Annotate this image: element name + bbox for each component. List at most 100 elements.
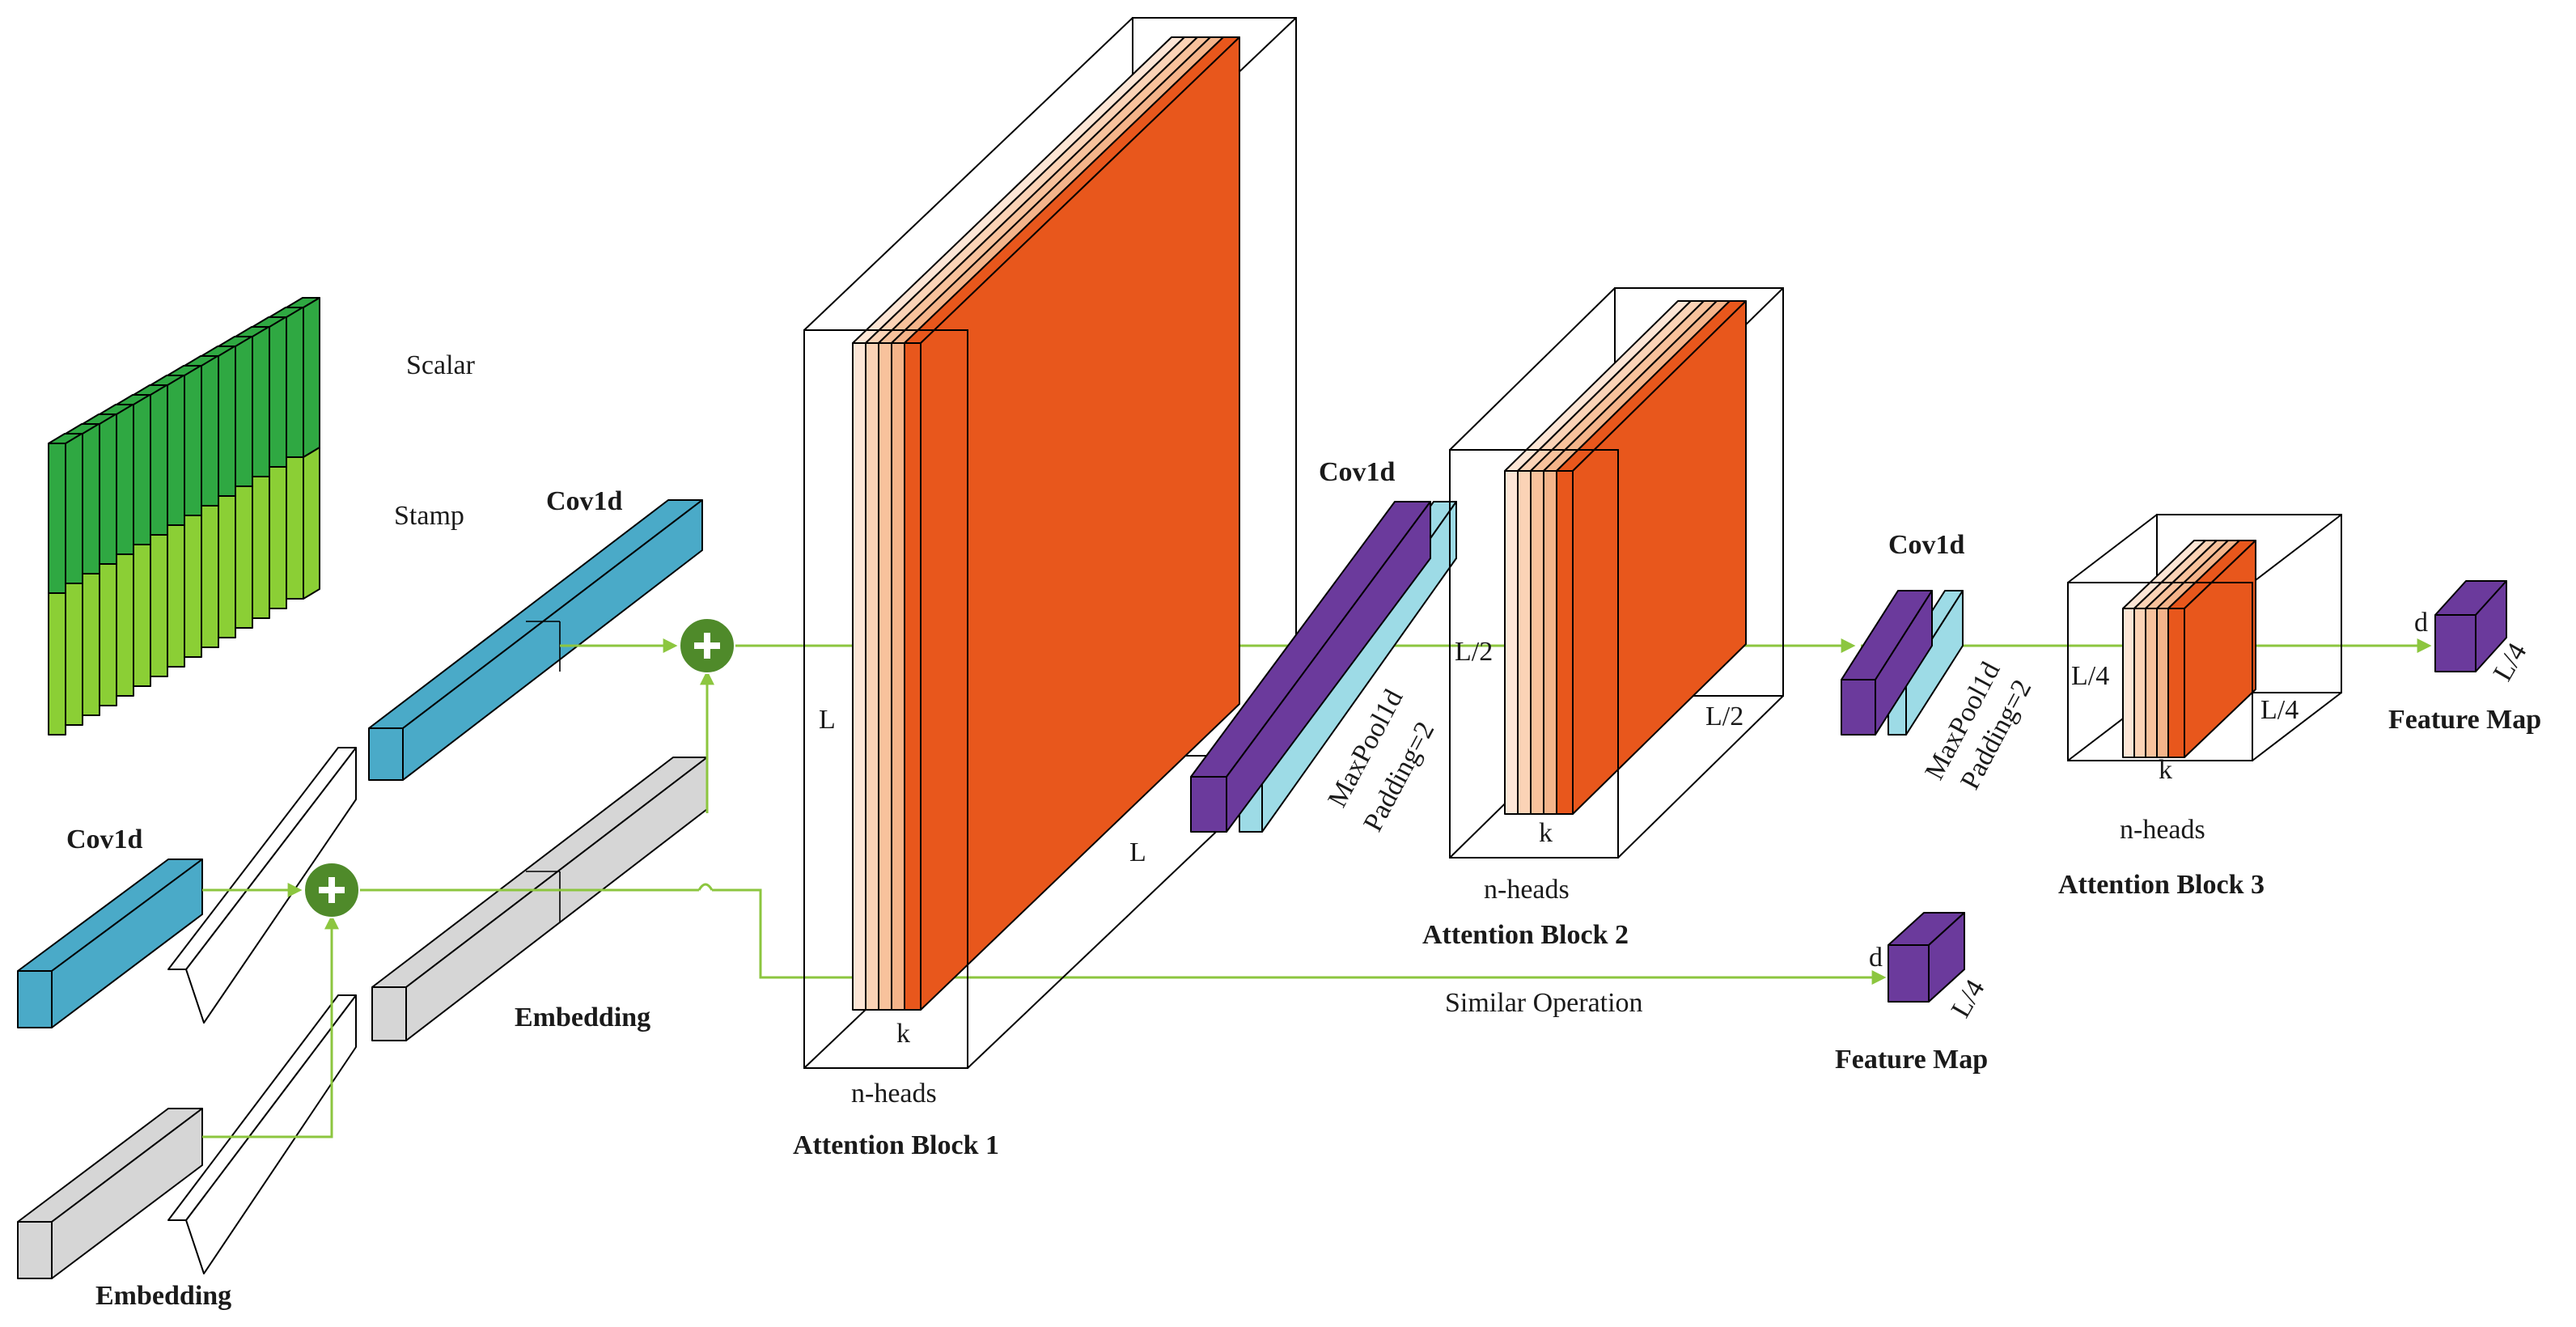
stack-cell-stamp — [218, 495, 236, 638]
block1-k: k — [896, 1019, 910, 1049]
stack-cell-scalar — [235, 336, 253, 487]
stack-cell-stamp — [252, 476, 270, 619]
head-sheet-front — [904, 342, 922, 1011]
feature-map-bottom-title: Feature Map — [1835, 1045, 1988, 1075]
embedding-bar-mid — [371, 757, 708, 1041]
head-sheet-front — [1556, 470, 1574, 815]
stack-cell-scalar — [65, 433, 83, 584]
stack-cell-stamp — [133, 544, 151, 687]
cube-edge — [2252, 514, 2342, 583]
stack-cell-scalar — [48, 443, 66, 594]
stack-cell-scalar — [218, 346, 236, 497]
feature-map-top-d: d — [2414, 608, 2428, 638]
cube-edge — [2252, 692, 2342, 761]
stack-cell-scalar — [116, 404, 134, 555]
cube-edge — [803, 17, 1133, 331]
head-sheet-front — [2133, 608, 2146, 758]
head-sheet-front — [2167, 608, 2185, 758]
cube-front-face — [2067, 582, 2253, 761]
stack-cell-stamp — [48, 592, 66, 736]
head-sheet-front — [852, 342, 866, 1011]
cov1d-maxpool-1 — [1190, 501, 1457, 833]
stack-cell-stamp — [82, 573, 100, 716]
head-sheet-front — [1543, 470, 1557, 815]
block1-title: Attention Block 1 — [793, 1130, 999, 1160]
plus-icon — [694, 633, 720, 659]
input-scalar-stamp-stack — [48, 297, 320, 736]
block2-k: k — [1539, 818, 1553, 848]
head-sheet-front — [1530, 470, 1544, 815]
attention-block-1 — [803, 17, 1297, 1069]
cov1d-bar-left — [17, 747, 357, 1028]
stack-cell-stamp — [286, 456, 304, 600]
block3-title: Attention Block 3 — [2058, 870, 2265, 900]
stack-cell-scalar — [167, 375, 185, 526]
cube-edge — [2067, 514, 2158, 583]
stack-cell-stamp — [65, 583, 83, 726]
block3-heads: n-heads — [2120, 815, 2205, 845]
feature-map-top-title: Feature Map — [2388, 705, 2541, 735]
feature-map-top — [2434, 580, 2507, 672]
feature-map-bottom-d: d — [1869, 943, 1883, 973]
stack-cell-scalar — [252, 326, 270, 477]
add-node-left — [303, 862, 360, 918]
head-sheet-front — [1517, 470, 1532, 815]
cov1d-between-12-title: Cov1d — [1319, 457, 1396, 487]
cov1d-between-23-title: Cov1d — [1888, 530, 1965, 560]
block3-L4-diag: L/4 — [2260, 695, 2298, 725]
block2-L2-diag: L/2 — [1705, 702, 1743, 731]
feature-map-bottom — [1888, 912, 1965, 1003]
head-sheet-front — [1504, 470, 1519, 815]
stack-cell-stamp — [116, 553, 134, 697]
head-sheet-front — [878, 342, 892, 1011]
embedding-bottom-title: Embedding — [95, 1281, 231, 1311]
embedding-mid-title: Embedding — [515, 1003, 650, 1032]
block3-L4-left: L/4 — [2071, 661, 2109, 691]
head-sheet-front — [865, 342, 879, 1011]
stack-cell-scalar — [269, 316, 287, 468]
block1-L-diag: L — [1129, 837, 1146, 867]
embedding-bar-bottom — [17, 994, 357, 1279]
block2-title: Attention Block 2 — [1422, 920, 1629, 950]
scalar-label: Scalar — [406, 350, 476, 380]
stack-cell-stamp — [99, 563, 117, 706]
cov1d-left-title: Cov1d — [66, 825, 143, 854]
stack-cell-scalar — [286, 307, 304, 458]
attention-block-3 — [2067, 514, 2342, 761]
stack-cell-scalar — [201, 355, 219, 507]
head-sheet-front — [2122, 608, 2135, 758]
cube-edge — [1449, 287, 1616, 451]
plus-icon — [319, 877, 345, 903]
cube-front-face — [803, 329, 968, 1069]
cov1d-bar-top — [368, 499, 703, 781]
stack-cell-stamp — [235, 485, 253, 629]
stack-side-stamp — [303, 447, 320, 600]
stack-cell-stamp — [167, 524, 185, 668]
stack-cell-stamp — [184, 515, 202, 658]
cov1d-maxpool-2 — [1841, 590, 1964, 736]
stack-cell-scalar — [184, 365, 202, 516]
head-sheet-front — [891, 342, 905, 1011]
cube-edge — [1617, 695, 1784, 859]
similar-operation-label: Similar Operation — [1445, 988, 1643, 1018]
head-sheet-front — [2145, 608, 2158, 758]
cube-front-face — [1449, 449, 1619, 859]
stack-cell-scalar — [150, 384, 168, 536]
stack-cell-scalar — [133, 394, 151, 545]
stack-cell-scalar — [82, 423, 100, 574]
head-sheet-front — [2156, 608, 2169, 758]
stack-cell-scalar — [99, 413, 117, 565]
block1-heads: n-heads — [851, 1079, 937, 1109]
block2-L2-left: L/2 — [1455, 637, 1493, 667]
block3-k: k — [2159, 755, 2172, 785]
stack-side-scalar — [303, 297, 320, 458]
feature-map-bottom-L4: L/4 — [1946, 975, 1991, 1023]
stack-cell-stamp — [201, 505, 219, 648]
stack-cell-stamp — [269, 466, 287, 609]
cov1d-top-title: Cov1d — [546, 486, 623, 516]
block1-L-left: L — [819, 705, 836, 735]
add-node-top — [679, 617, 735, 674]
stack-cell-stamp — [150, 534, 168, 677]
stamp-label: Stamp — [394, 501, 464, 531]
